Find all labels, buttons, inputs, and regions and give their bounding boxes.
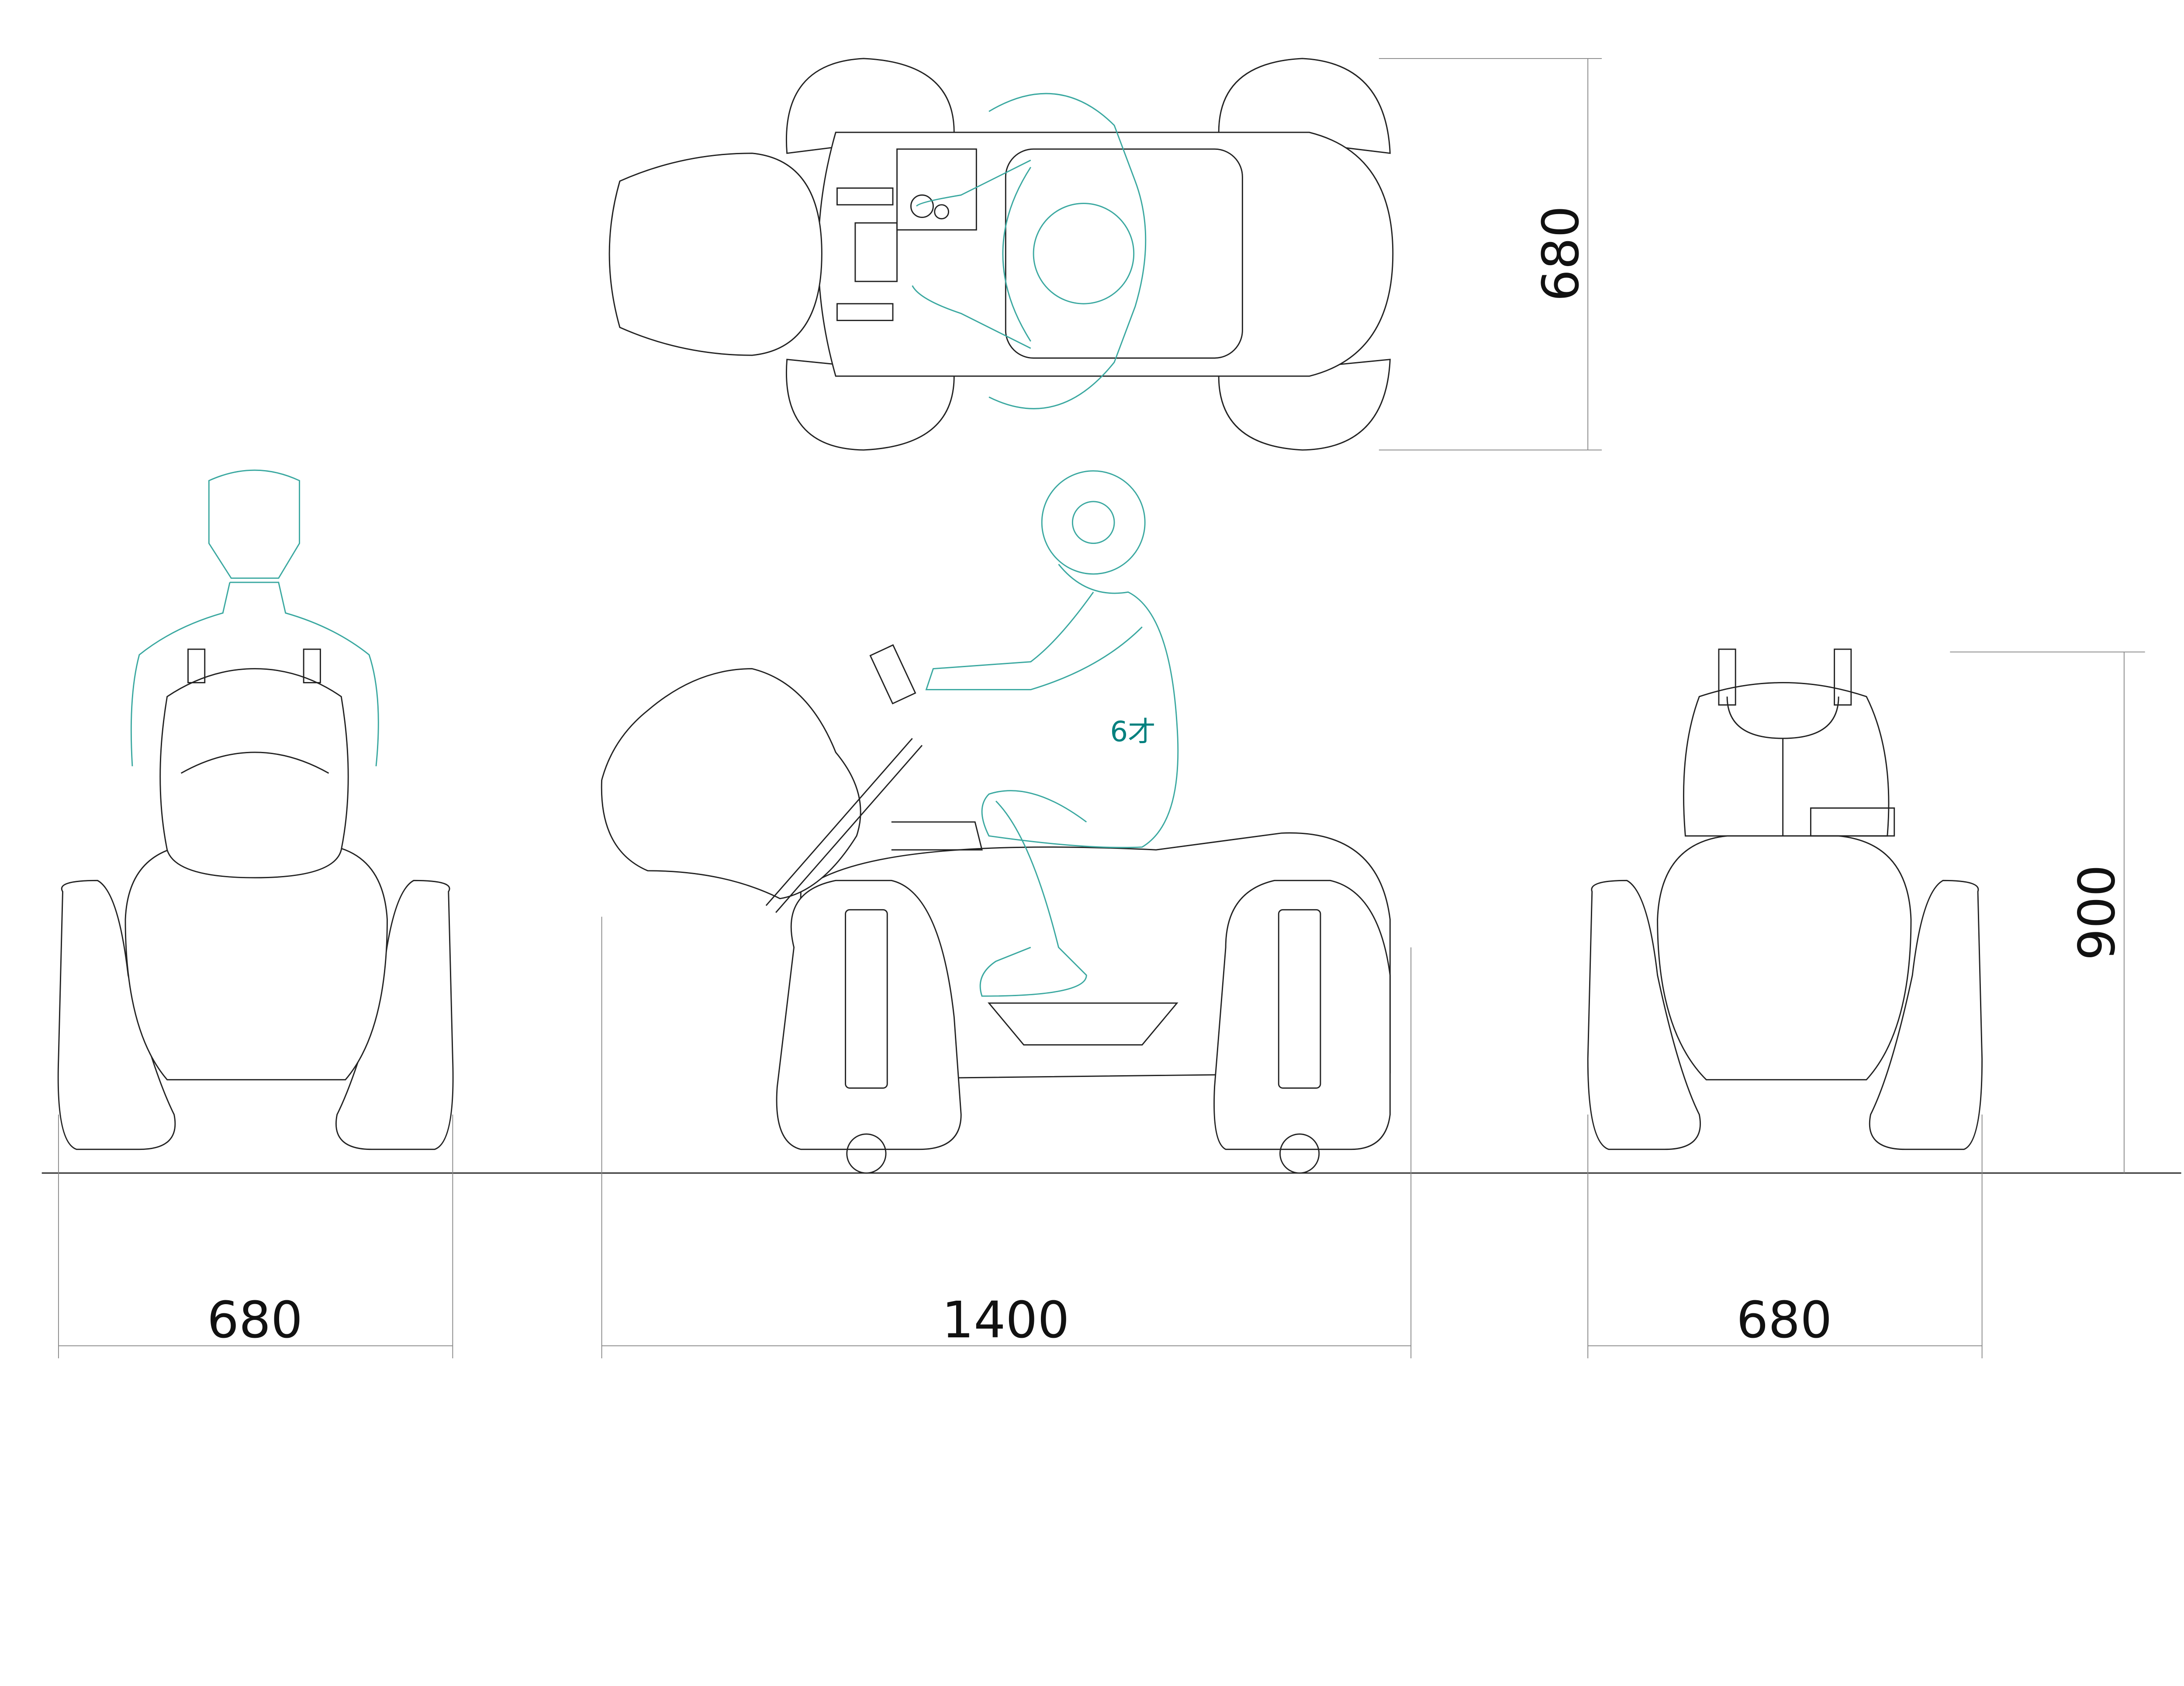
top-view <box>608 58 1394 451</box>
top-width-dimension: 680 <box>1379 58 1602 450</box>
top-width-label: 680 <box>1532 206 1590 301</box>
side-length-dimension: 1400 <box>601 917 1412 1359</box>
side-view: 6才 <box>601 470 1391 1174</box>
rear-width-dimension: 680 <box>1587 1115 1983 1359</box>
height-dimension: 900 <box>1950 651 2145 1173</box>
front-view <box>57 469 454 1150</box>
front-width-dimension: 680 <box>58 1115 453 1359</box>
child-age-label: 6才 <box>1110 716 1155 748</box>
side-length-label: 1400 <box>942 1291 1069 1350</box>
rear-width-label: 680 <box>1736 1291 1832 1350</box>
rear-view <box>1587 648 1983 1150</box>
technical-drawing: 680 680 6才 1 <box>41 58 2181 1359</box>
drawing-canvas: 680 680 6才 1 <box>41 58 2181 1359</box>
front-width-label: 680 <box>207 1291 303 1350</box>
height-label: 900 <box>2068 865 2127 960</box>
